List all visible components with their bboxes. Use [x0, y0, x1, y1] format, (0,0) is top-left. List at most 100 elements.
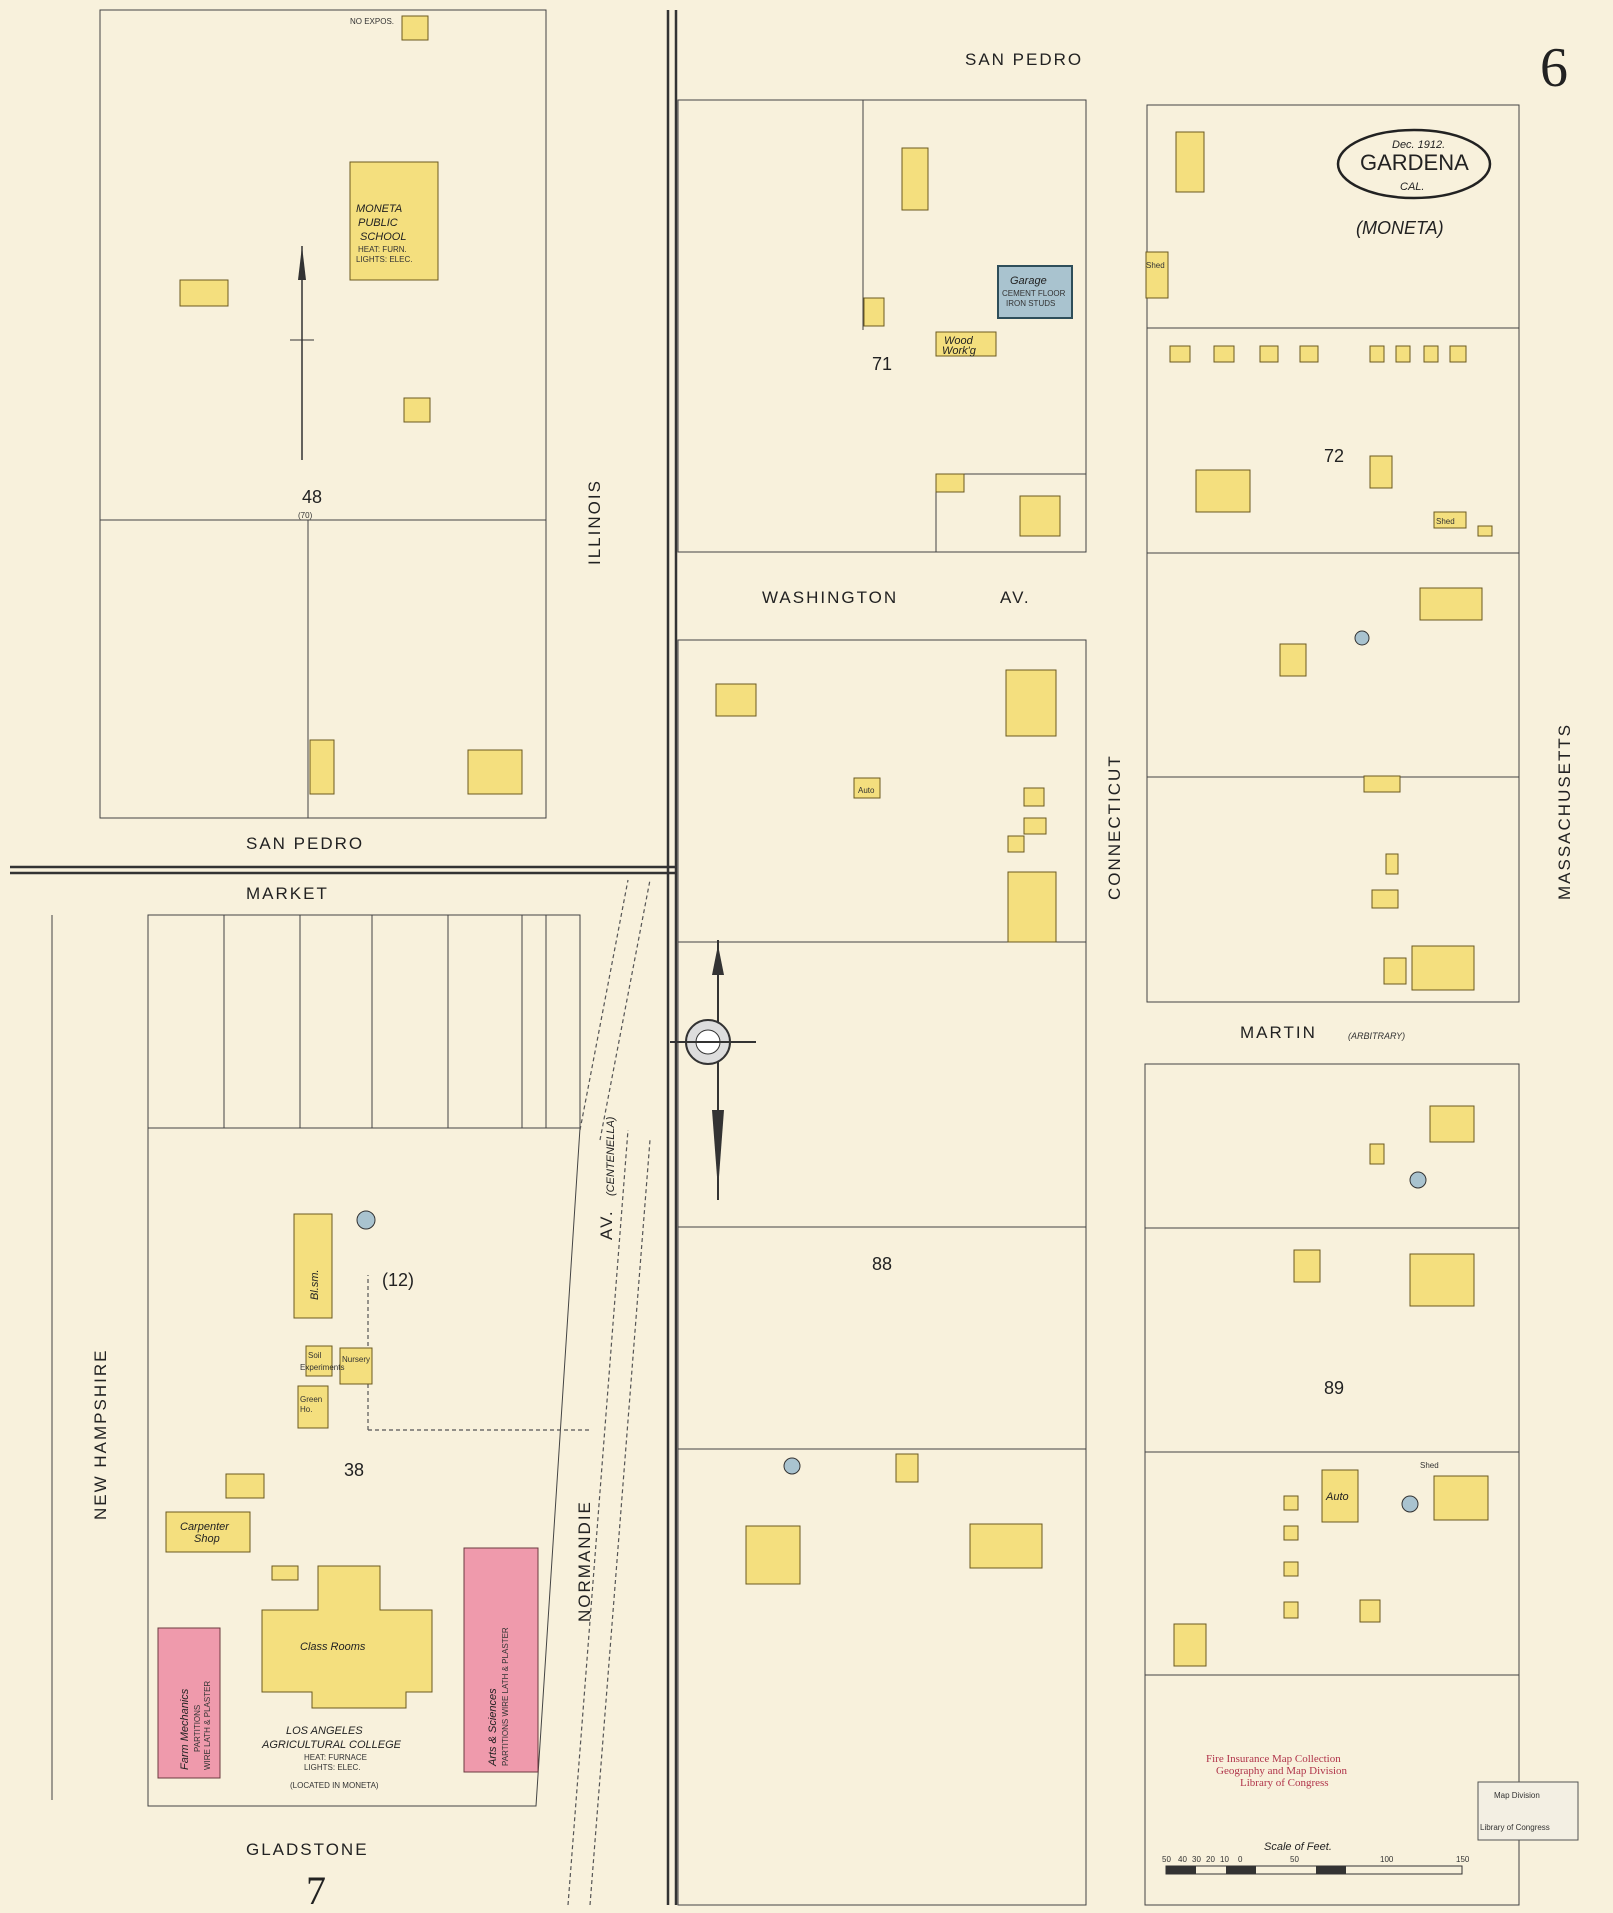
carpenter-label-2: Shop [194, 1533, 220, 1545]
label-box-line-1: Map Division [1494, 1791, 1540, 1800]
stamp-line-3: Library of Congress [1240, 1777, 1329, 1789]
dwelling [1173, 1623, 1207, 1667]
svg-text:0: 0 [1238, 1855, 1243, 1864]
class-rooms-building [261, 1565, 433, 1709]
block-38-lots [147, 914, 581, 1129]
north-arrow-compass [670, 940, 756, 1200]
shed [1433, 511, 1467, 529]
street-san-pedro-top: SAN PEDRO [965, 50, 1083, 69]
library-label-box [1477, 1781, 1579, 1841]
outbuilding [403, 397, 431, 423]
wood-wkg-2: Work'g [942, 345, 977, 357]
title-cartouche [1336, 128, 1492, 200]
title-state: CAL. [1400, 181, 1424, 193]
svg-text:50: 50 [1290, 1855, 1299, 1864]
stamp-line-1: Fire Insurance Map Collection [1206, 1753, 1341, 1765]
block-48-number: 48 [302, 487, 322, 507]
svg-text:50: 50 [1162, 1855, 1171, 1864]
svg-text:30: 30 [1192, 1855, 1201, 1864]
garage-label: Garage [1010, 275, 1047, 287]
dwelling [1195, 469, 1251, 513]
block-71-outline [677, 99, 1087, 553]
water-tank [356, 1210, 376, 1230]
soil-label-2: Experiments [300, 1363, 344, 1372]
shed-label-2: Shed [1436, 517, 1455, 526]
street-gladstone: GLADSTONE [246, 1840, 369, 1859]
no-expos-building [401, 15, 429, 41]
street-connecticut: CONNECTICUT [1105, 754, 1124, 900]
block-70-number: (70) [298, 511, 313, 520]
street-massachusetts: MASSACHUSETTS [1555, 723, 1574, 900]
block-38-number: 38 [344, 1460, 364, 1480]
large-building-x [745, 1525, 801, 1585]
street-market: MARKET [246, 884, 329, 903]
school-label-1: MONETA [356, 203, 402, 215]
dwelling [1419, 587, 1483, 621]
next-sheet-number: 7 [306, 1868, 326, 1913]
scale-bar [1165, 1865, 1463, 1875]
block-71-number: 71 [872, 354, 892, 374]
college-note-1: HEAT: FURNACE [304, 1753, 367, 1762]
moneta-public-school [349, 161, 439, 281]
wood-working-shop [935, 331, 997, 357]
college-note-3: (LOCATED IN MONETA) [290, 1781, 379, 1790]
farm-mechanics-building [157, 1627, 221, 1779]
college-label-1: LOS ANGELES [286, 1725, 363, 1737]
svg-text:40: 40 [1178, 1855, 1187, 1864]
svg-text:20: 20 [1206, 1855, 1215, 1864]
block-48-outline [99, 9, 547, 819]
street-washington-suffix: AV. [1000, 588, 1031, 607]
block-89-number: 89 [1324, 1378, 1344, 1398]
shed [895, 1453, 919, 1483]
svg-text:10: 10 [1220, 1855, 1229, 1864]
dwelling [715, 683, 757, 717]
outbuilding [935, 473, 965, 493]
shed-x [309, 739, 335, 795]
farm-mech-note-1: PARTITIONS [193, 1705, 202, 1752]
street-centenella: (CENTENELLA) [605, 1116, 617, 1196]
garage-note-2: IRON STUDS [1006, 299, 1055, 308]
farm-mech-note-2: WIRE LATH & PLASTER [203, 1681, 212, 1770]
green-ho-2: Ho. [300, 1405, 312, 1414]
dwelling [1005, 669, 1057, 737]
dwelling [467, 749, 523, 795]
green-house [297, 1385, 329, 1429]
arts-sci-note: PARTITIONS WIRE LATH & PLASTER [501, 1627, 510, 1766]
college-note-2: LIGHTS: ELEC. [304, 1763, 360, 1772]
soil-label-1: Soil [308, 1351, 322, 1360]
wood-wkg-1: Wood [944, 335, 974, 347]
stamp-line-2: Geography and Map Division [1216, 1765, 1348, 1777]
block-12-number: (12) [382, 1270, 414, 1290]
dwelling [1411, 945, 1475, 991]
school-label-2: PUBLIC [358, 217, 398, 229]
outbuilding-x [1279, 643, 1307, 677]
green-ho-1: Green [300, 1395, 322, 1404]
dwelling [1175, 131, 1205, 193]
scale-label: Scale of Feet. [1264, 1841, 1332, 1853]
auto-garage [1321, 1469, 1359, 1523]
shed [1145, 251, 1169, 299]
street-illinois: ILLINOIS [585, 479, 604, 565]
title-city: GARDENA [1360, 150, 1469, 175]
svg-text:150: 150 [1456, 1855, 1470, 1864]
street-martin: MARTIN [1240, 1023, 1317, 1042]
label-box-line-2: Library of Congress [1480, 1823, 1550, 1832]
block-89-outline [1144, 1063, 1520, 1906]
bsm-label: Bl.sm. [309, 1269, 321, 1300]
title-date: Dec. 1912. [1392, 139, 1445, 151]
street-new-hampshire: NEW HAMPSHIRE [91, 1349, 110, 1520]
outbuilding [863, 297, 885, 327]
blacksmith-building [293, 1213, 333, 1319]
auto-garage [853, 777, 881, 799]
dwelling [1019, 495, 1061, 537]
outbuilding-x [1369, 455, 1393, 489]
shed-label: Shed [1146, 261, 1165, 270]
auto-label: Auto [858, 786, 875, 795]
block-88-number: 88 [872, 1254, 892, 1274]
nursery-label: Nursery [342, 1355, 370, 1364]
arts-sciences-building [463, 1547, 539, 1773]
garage-building [997, 265, 1073, 319]
carpenter-label-1: Carpenter [180, 1521, 230, 1533]
